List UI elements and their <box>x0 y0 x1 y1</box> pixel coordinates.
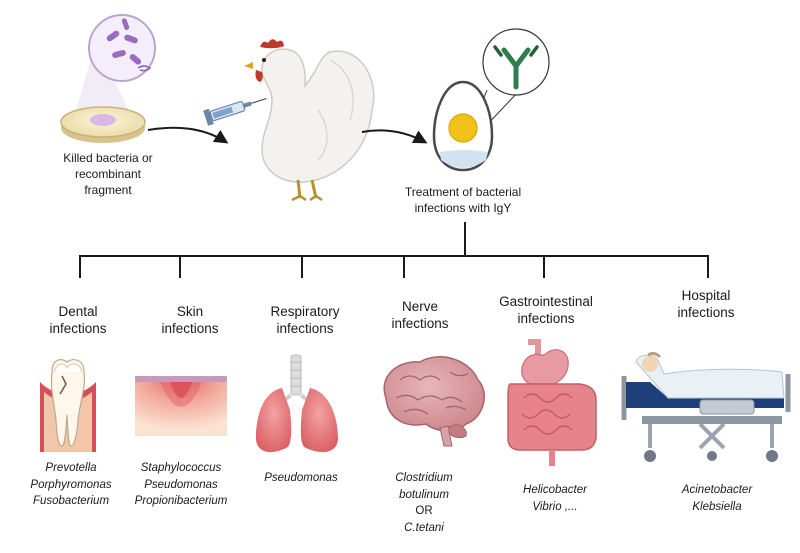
skin-icon <box>135 376 227 436</box>
antibody-icon <box>501 47 531 90</box>
arrow-to-egg <box>361 129 428 144</box>
brain-icon <box>383 356 485 447</box>
arrow-to-hen <box>147 126 229 144</box>
title-line: infections <box>276 321 334 336</box>
hen-icon <box>244 39 375 202</box>
bacteria-name: Vibrio ,... <box>532 500 578 513</box>
egg-icon <box>432 28 550 172</box>
tree-connectors <box>79 222 709 278</box>
syringe-icon <box>203 97 267 126</box>
hospital-infections-title: Hospital infections <box>656 287 756 321</box>
title-line: Nerve <box>401 299 438 314</box>
title-line: Hospital <box>681 288 731 303</box>
title-line: infections <box>677 305 735 320</box>
digestive-system-icon <box>507 339 597 466</box>
bacteria-name: Pseudomonas <box>144 478 218 491</box>
title-line: Gastrointestinal <box>499 294 593 309</box>
bacteria-name: Porphyromonas <box>30 478 112 491</box>
bacteria-name: botulinum <box>399 488 449 501</box>
bacteria-name: Clostridium <box>395 472 453 484</box>
treatment-caption-line: infections with IgY <box>414 201 512 215</box>
bacteria-name: Klebsiella <box>692 500 742 513</box>
tooth-icon <box>40 359 96 452</box>
gastrointestinal-infections-title: Gastrointestinal infections <box>486 293 606 327</box>
bacteria-name: Prevotella <box>45 462 97 474</box>
bacteria-name: Helicobacter <box>523 484 587 496</box>
source-caption-line: fragment <box>84 183 132 197</box>
petri-dish-icon <box>60 14 156 143</box>
title-line: infections <box>517 311 575 326</box>
hospital-bed-icon <box>621 351 791 462</box>
skin-bacteria-list: Staphylococcus Pseudomonas Propionibacte… <box>126 460 236 510</box>
respiratory-infections-title: Respiratory infections <box>250 303 360 337</box>
title-line: infections <box>49 321 107 336</box>
bacteria-name: Acinetobacter <box>681 484 753 496</box>
title-line: Skin <box>176 304 204 319</box>
bacteria-name: Staphylococcus <box>140 462 222 474</box>
title-line: Respiratory <box>270 304 340 319</box>
source-caption: Killed bacteria or recombinant fragment <box>58 150 158 198</box>
source-caption-line: Killed bacteria or <box>63 151 153 165</box>
hospital-bacteria-list: Acinetobacter Klebsiella <box>662 482 772 515</box>
respiratory-bacteria-list: Pseudomonas <box>246 470 356 487</box>
gastrointestinal-bacteria-list: Helicobacter Vibrio ,... <box>500 482 610 515</box>
title-line: infections <box>391 316 449 331</box>
nerve-infections-title: Nerve infections <box>370 298 470 332</box>
lungs-icon <box>256 354 338 453</box>
title-line: Dental <box>58 304 98 319</box>
dental-bacteria-list: Prevotella Porphyromonas Fusobacterium <box>16 460 126 510</box>
bacteria-icon <box>106 18 142 65</box>
source-caption-line: recombinant <box>74 167 142 181</box>
bacteria-name: Pseudomonas <box>264 472 338 484</box>
bacteria-name: C.tetani <box>404 521 444 534</box>
dental-infections-title: Dental infections <box>28 303 128 337</box>
bacteria-name: Propionibacterium <box>134 495 228 507</box>
bacteria-separator: OR <box>415 505 433 517</box>
treatment-caption: Treatment of bacterial infections with I… <box>396 184 530 216</box>
bacteria-name: Fusobacterium <box>32 495 110 507</box>
treatment-caption-line: Treatment of bacterial <box>404 185 522 199</box>
title-line: infections <box>161 321 219 336</box>
nerve-bacteria-list: Clostridium botulinum OR C.tetani <box>374 470 474 536</box>
skin-infections-title: Skin infections <box>140 303 240 337</box>
